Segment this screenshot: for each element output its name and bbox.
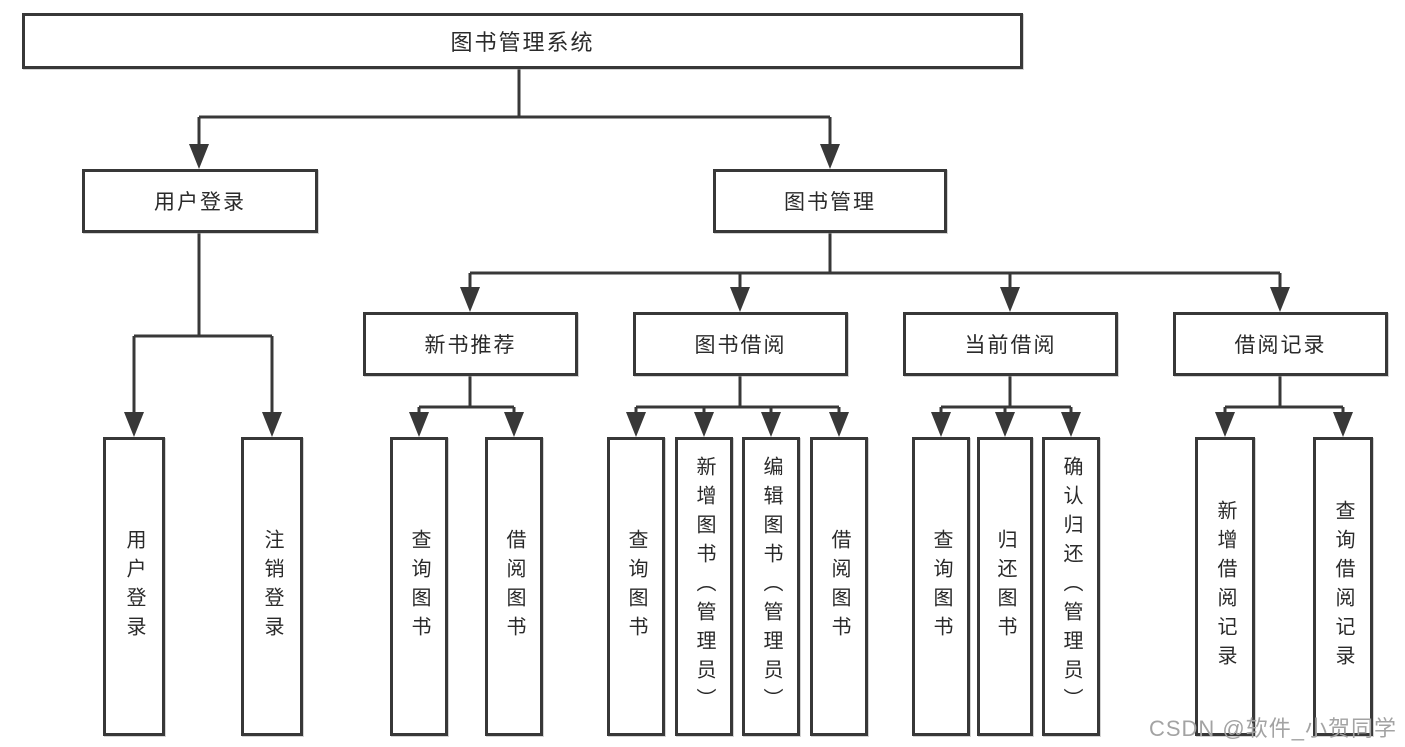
node-library-management-system: 图书管理系统 xyxy=(22,13,1023,69)
connector-group xyxy=(132,68,1345,418)
leaf-edit-book-admin-label: 编辑图书（管理员） xyxy=(760,456,782,717)
node-book-management-label: 图书管理 xyxy=(784,191,876,214)
arrowheads xyxy=(124,144,1353,437)
leaf-query-books-borrowing: 查询图书 xyxy=(607,437,665,736)
leaf-return-book: 归还图书 xyxy=(977,437,1033,736)
leaf-edit-book-admin: 编辑图书（管理员） xyxy=(742,437,800,736)
leaf-query-borrow-record-label: 查询借阅记录 xyxy=(1332,499,1354,674)
leaf-borrow-book-recommend-label: 借阅图书 xyxy=(503,528,525,645)
leaf-user-login-action: 用户登录 xyxy=(103,437,165,736)
leaf-query-borrow-record: 查询借阅记录 xyxy=(1313,437,1373,736)
leaf-query-books-borrowing-label: 查询图书 xyxy=(625,528,647,645)
node-library-management-system-label: 图书管理系统 xyxy=(450,30,595,55)
node-current-borrowing-label: 当前借阅 xyxy=(964,334,1057,357)
node-book-borrowing: 图书借阅 xyxy=(633,312,848,376)
leaf-borrow-book-label: 借阅图书 xyxy=(828,528,850,645)
leaf-logout-action: 注销登录 xyxy=(241,437,303,736)
node-borrowing-records-label: 借阅记录 xyxy=(1234,334,1327,357)
leaf-add-book-admin-label: 新增图书（管理员） xyxy=(693,456,715,717)
leaf-add-borrow-record: 新增借阅记录 xyxy=(1195,437,1255,736)
leaf-user-login-action-label: 用户登录 xyxy=(123,528,145,645)
leaf-query-books-recommend-label: 查询图书 xyxy=(408,528,430,645)
node-user-login: 用户登录 xyxy=(82,169,318,233)
node-user-login-label: 用户登录 xyxy=(154,191,246,214)
leaf-query-books-recommend: 查询图书 xyxy=(390,437,448,736)
leaf-add-borrow-record-label: 新增借阅记录 xyxy=(1214,499,1236,674)
leaf-query-books-current-label: 查询图书 xyxy=(930,528,952,645)
node-borrowing-records: 借阅记录 xyxy=(1173,312,1388,376)
leaf-confirm-return-admin-label: 确认归还（管理员） xyxy=(1060,456,1082,717)
node-new-book-recommend-label: 新书推荐 xyxy=(424,334,517,357)
leaf-borrow-book-recommend: 借阅图书 xyxy=(485,437,543,736)
leaf-borrow-book: 借阅图书 xyxy=(810,437,868,736)
node-new-book-recommend: 新书推荐 xyxy=(363,312,578,376)
node-book-borrowing-label: 图书借阅 xyxy=(694,334,787,357)
watermark: CSDN @软件_小贺同学 xyxy=(1148,716,1397,741)
leaf-confirm-return-admin: 确认归还（管理员） xyxy=(1042,437,1100,736)
leaf-add-book-admin: 新增图书（管理员） xyxy=(675,437,733,736)
leaf-query-books-current: 查询图书 xyxy=(912,437,970,736)
node-book-management: 图书管理 xyxy=(713,169,947,233)
leaf-logout-action-label: 注销登录 xyxy=(261,528,283,645)
leaf-return-book-label: 归还图书 xyxy=(994,528,1016,645)
node-current-borrowing: 当前借阅 xyxy=(903,312,1118,376)
